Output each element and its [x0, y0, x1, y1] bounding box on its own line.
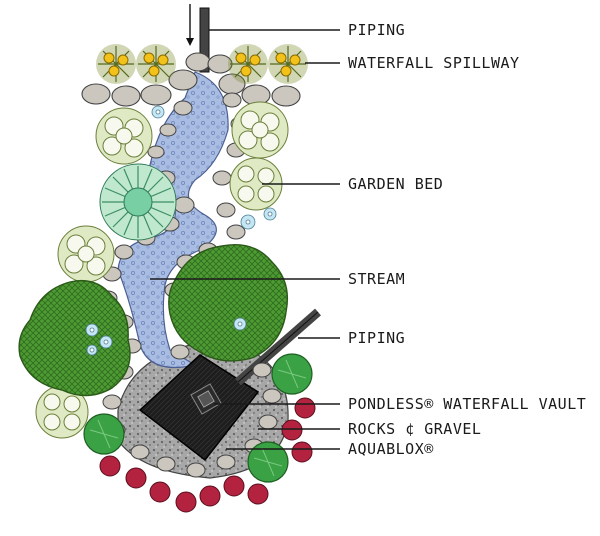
red-plants [99, 397, 316, 513]
label-aquablox: AQUABLOX® [348, 440, 434, 458]
label-piping-bottom: PIPING [348, 329, 405, 347]
pondless-waterfall-vault [138, 354, 260, 462]
large-shrub-right [168, 244, 289, 362]
yellow-flower-plants [96, 44, 308, 84]
label-pondless-waterfall-vault: PONDLESS® WATERFALL VAULT [348, 395, 586, 413]
label-waterfall-spillway: WATERFALL SPILLWAY [348, 54, 520, 72]
label-stream: STREAM [348, 270, 405, 288]
pipe-bottom-edge [237, 311, 319, 383]
pipe-top [199, 7, 210, 73]
blue-flower-accents [85, 105, 277, 356]
pipe-flow-arrowhead [186, 38, 194, 46]
callout-leaders [150, 29, 340, 450]
label-piping-top: PIPING [348, 21, 405, 39]
white-flowering-shrubs [35, 101, 289, 439]
large-shrub-left [18, 279, 131, 397]
round-green-shrubs [83, 353, 313, 483]
label-garden-bed: GARDEN BED [348, 175, 443, 193]
label-rocks-gravel: ROCKS ¢ GRAVEL [348, 420, 481, 438]
spillway-rocks [81, 52, 301, 107]
agave-plant [99, 163, 177, 241]
